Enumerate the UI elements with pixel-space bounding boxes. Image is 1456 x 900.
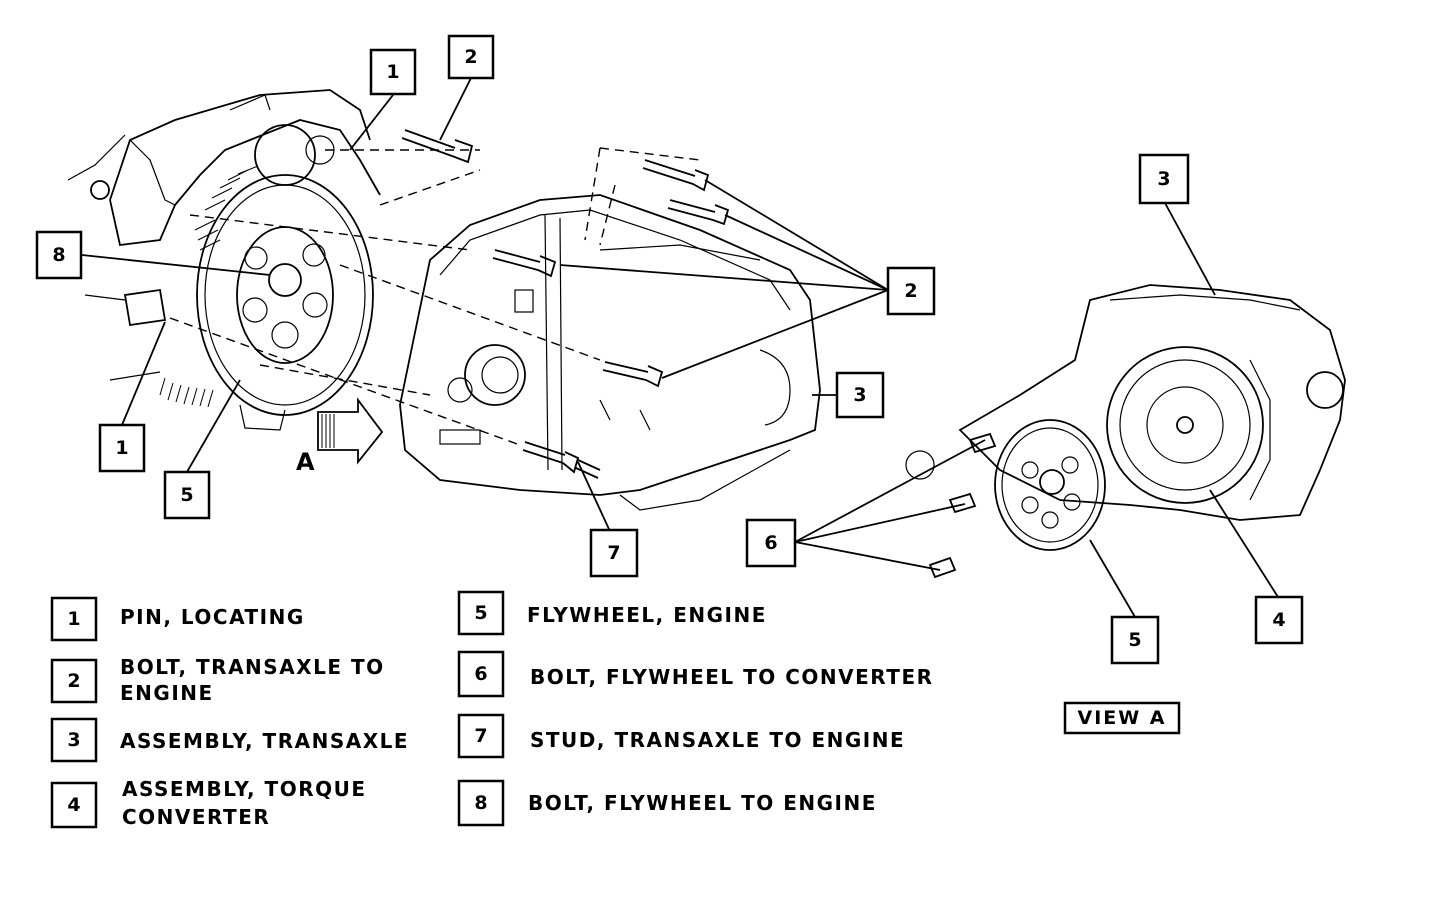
legend-text: BOLT, TRANSAXLE TO xyxy=(120,655,385,679)
view-a-flywheel-drawing xyxy=(928,419,1106,579)
callout-pin-bottom: 1 xyxy=(98,423,146,473)
legend-item-8: 8 BOLT, FLYWHEEL TO ENGINE xyxy=(457,779,877,827)
transaxle-main-drawing xyxy=(399,194,821,511)
callout-converter-bolts: 6 xyxy=(745,518,797,568)
legend-number: 7 xyxy=(474,725,487,747)
legend-number: 3 xyxy=(67,729,80,751)
callout-flywheel-main: 5 xyxy=(163,470,211,520)
callout-number: 7 xyxy=(607,542,620,564)
callout-number: 8 xyxy=(52,244,65,266)
callout-bolts-right: 2 xyxy=(886,266,936,316)
view-a-label-box: VIEW A xyxy=(1063,701,1181,735)
legend-text: BOLT, FLYWHEEL TO ENGINE xyxy=(528,791,877,815)
view-a-transaxle-drawing xyxy=(905,284,1346,521)
view-a-label: VIEW A xyxy=(1077,707,1166,729)
callout-number: 2 xyxy=(464,46,477,68)
callout-number: 1 xyxy=(386,61,399,83)
legend-text: ENGINE xyxy=(120,681,214,705)
view-a-arrow: A xyxy=(296,397,384,476)
callout-number: 3 xyxy=(853,384,866,406)
legend-text: ASSEMBLY, TORQUE xyxy=(122,777,367,801)
legend-number: 1 xyxy=(67,608,80,630)
callout-transaxle-view-a: 3 xyxy=(1138,153,1190,205)
legend-number: 2 xyxy=(67,670,80,692)
legend-text: FLYWHEEL, ENGINE xyxy=(527,603,767,627)
callout-number: 5 xyxy=(1128,629,1141,651)
leader-lines xyxy=(81,77,1279,618)
callout-transaxle-main: 3 xyxy=(835,371,885,419)
legend-text: ASSEMBLY, TRANSAXLE xyxy=(120,729,409,753)
legend-item-3: 3 ASSEMBLY, TRANSAXLE xyxy=(50,717,409,763)
legend-item-6: 6 BOLT, FLYWHEEL TO CONVERTER xyxy=(457,650,934,698)
legend: 1 PIN, LOCATING 2 BOLT, TRANSAXLE TO ENG… xyxy=(50,590,934,829)
callout-flywheel-bolt: 8 xyxy=(35,230,83,280)
callout-number: 2 xyxy=(904,280,917,302)
callout-pin-top: 1 xyxy=(369,48,417,96)
callout-number: 5 xyxy=(180,484,193,506)
callout-flywheel-view-a: 5 xyxy=(1110,615,1160,665)
legend-text: PIN, LOCATING xyxy=(120,605,305,629)
callout-stud: 7 xyxy=(589,528,639,578)
legend-item-4: 4 ASSEMBLY, TORQUE CONVERTER xyxy=(50,777,367,829)
legend-item-5: 5 FLYWHEEL, ENGINE xyxy=(457,590,767,636)
legend-item-7: 7 STUD, TRANSAXLE TO ENGINE xyxy=(457,713,905,759)
transaxle-bolts-drawing xyxy=(401,129,730,479)
callout-converter-view-a: 4 xyxy=(1254,595,1304,645)
flywheel-drawing xyxy=(194,165,374,431)
view-arrow-label: A xyxy=(296,448,315,476)
legend-text: BOLT, FLYWHEEL TO CONVERTER xyxy=(530,665,934,689)
legend-item-1: 1 PIN, LOCATING xyxy=(50,596,305,642)
legend-number: 5 xyxy=(474,602,487,624)
engine-block-drawing xyxy=(67,89,381,408)
alignment-lines xyxy=(169,147,701,446)
callout-number: 4 xyxy=(1272,609,1285,631)
callout-number: 3 xyxy=(1157,168,1170,190)
callout-number: 6 xyxy=(764,532,777,554)
legend-number: 6 xyxy=(474,663,487,685)
callout-number: 1 xyxy=(115,437,128,459)
callout-bolt-top: 2 xyxy=(447,34,495,80)
legend-item-2: 2 BOLT, TRANSAXLE TO ENGINE xyxy=(50,655,385,705)
legend-number: 8 xyxy=(474,792,487,814)
legend-text: CONVERTER xyxy=(122,805,270,829)
legend-text: STUD, TRANSAXLE TO ENGINE xyxy=(530,728,905,752)
legend-number: 4 xyxy=(67,794,80,816)
